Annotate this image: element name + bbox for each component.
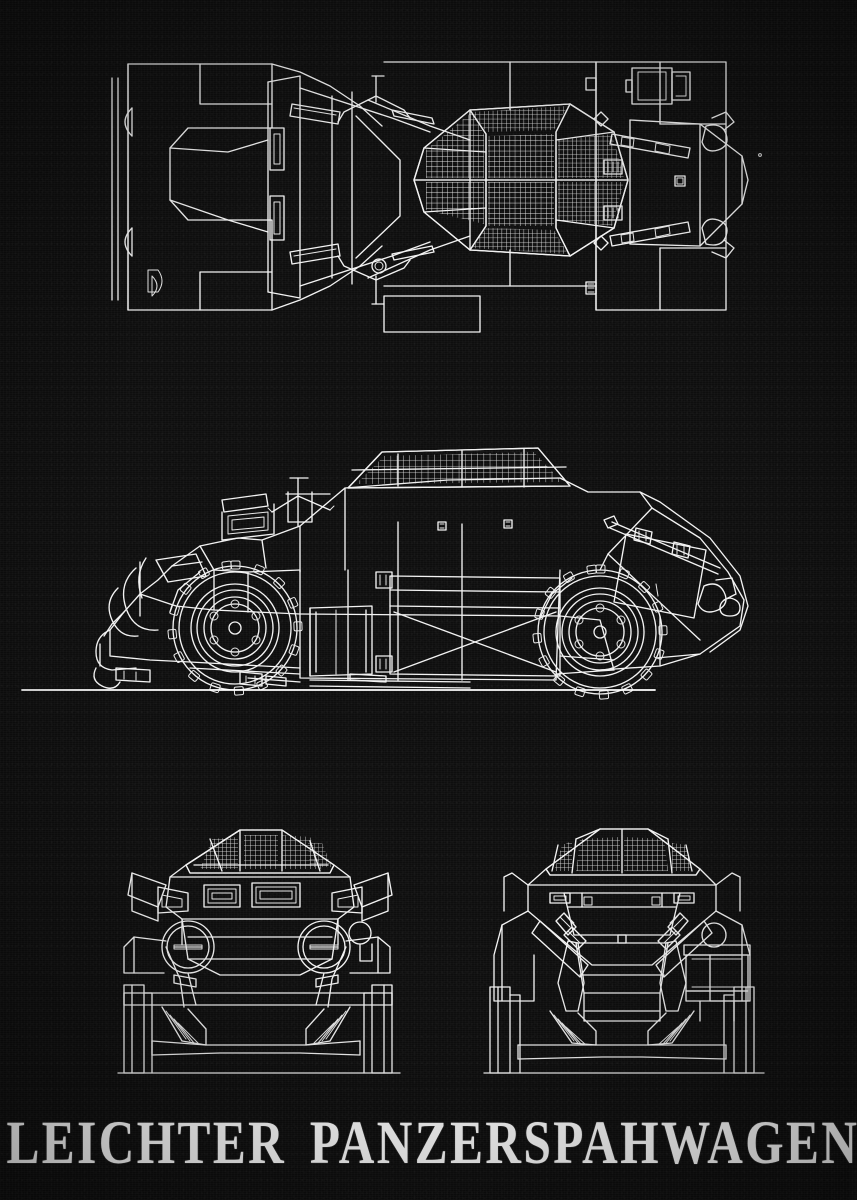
title-block: LEICHTER PANZERSPAHWAGEN <box>0 1112 857 1173</box>
rear-view <box>472 815 772 1080</box>
top-view-hull <box>111 61 762 333</box>
mesh-screen <box>185 829 335 874</box>
rear-wheel <box>532 564 668 700</box>
jerrycan <box>683 922 751 1022</box>
side-view <box>0 430 857 710</box>
headlamps <box>161 920 351 974</box>
mesh-screen-profile <box>347 447 571 489</box>
front-view <box>110 815 410 1080</box>
rear-view-hull <box>483 828 765 1074</box>
front-view-hull <box>117 829 401 1074</box>
bumper-bar <box>123 992 393 1006</box>
top-view <box>0 0 857 340</box>
mesh-screen-panels <box>545 828 701 876</box>
page-title: LEICHTER PANZERSPAHWAGEN <box>6 1108 857 1177</box>
side-view-hull <box>21 447 749 700</box>
